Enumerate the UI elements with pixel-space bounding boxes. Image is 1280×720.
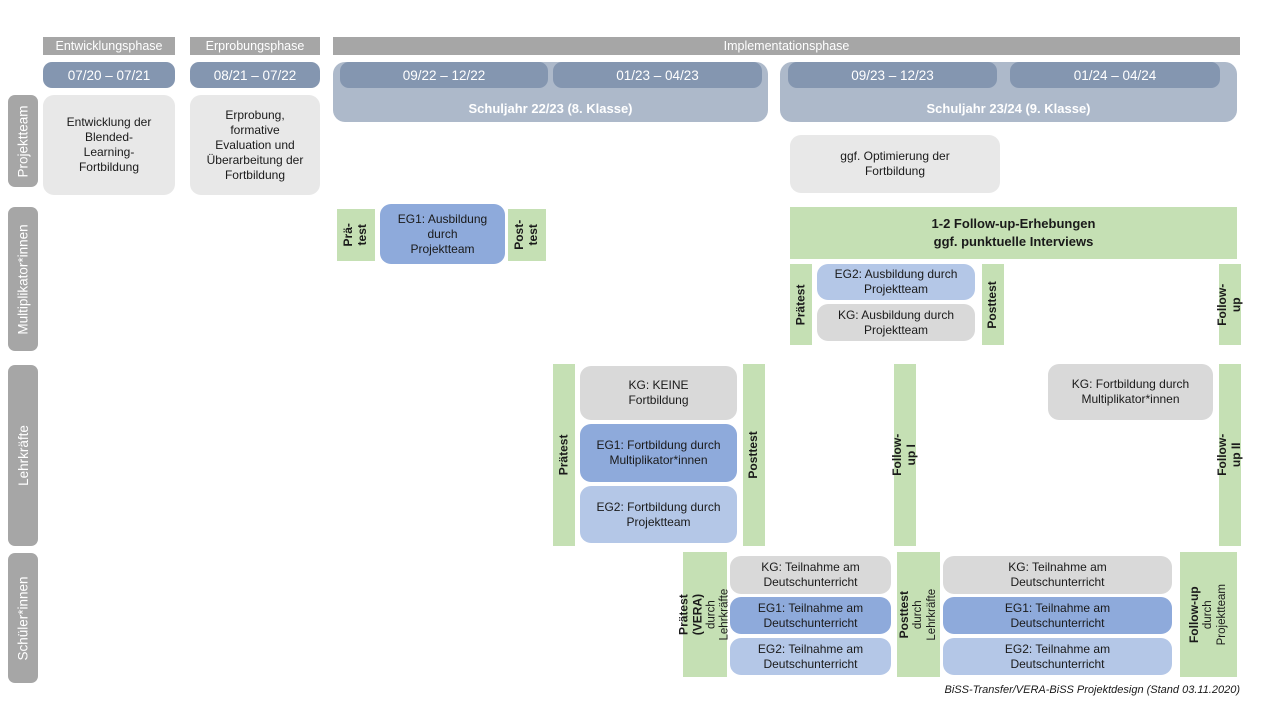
tick-praetest-multiplikatoren-1-text: Prä- test <box>341 223 369 247</box>
tick-followup-2-lehrkraefte: Follow-up II <box>1215 364 1243 546</box>
tick-praetest-multiplikatoren-2-text: Prätest <box>793 284 808 325</box>
tick-followup-schueler: Follow-up durch Projektteam <box>1180 552 1237 677</box>
lane-label-schueler: Schüler*innen <box>8 553 38 683</box>
phase-header-entwicklungsphase: Entwicklungsphase <box>43 37 175 55</box>
lane-label-multiplikatoren-text: Multiplikator*innen <box>15 223 31 335</box>
tick-posttest-lehrkraefte: Posttest <box>743 364 765 546</box>
tick-praetest-lehrkraefte-text: Prätest <box>556 434 571 476</box>
tick-praetest-vera-label: Prätest (VERA) <box>676 593 705 636</box>
tick-posttest-lehrkraefte-text: Posttest <box>746 431 761 479</box>
tick-praetest-vera-rotated: Prätest (VERA) durch Lehrkräfte <box>676 588 732 641</box>
lane-label-projektteam-text: Projektteam <box>15 104 31 178</box>
tick-posttest-multiplikatoren-1: Post- test <box>508 209 546 261</box>
task-box-eg2-fortbildung: EG2: Fortbildung durch Projektteam <box>580 486 737 543</box>
task-box-kg-teilnahme-2: KG: Teilnahme am Deutschunterricht <box>943 556 1172 594</box>
task-box-optimierung-fortbildung: ggf. Optimierung der Fortbildung <box>790 135 1000 193</box>
tick-followup-1-lehrkraefte: Follow-up I <box>890 364 918 546</box>
date-bar-0922-1222: 09/22 – 12/22 <box>340 62 548 88</box>
task-box-kg-fortbildung-multiplikatoren: KG: Fortbildung durch Multiplikator*inne… <box>1048 364 1213 420</box>
lane-label-projektteam: Projektteam <box>8 95 38 187</box>
followup-erhebungen-bar: 1-2 Follow-up-Erhebungen ggf. punktuelle… <box>790 207 1237 259</box>
tick-praetest-vera-schueler: Prätest (VERA) durch Lehrkräfte <box>676 552 731 677</box>
tick-followup-2-lehrkraefte-text: Follow-up II <box>1215 434 1243 476</box>
tick-praetest-multiplikatoren-1: Prä- test <box>337 209 375 261</box>
task-box-kg-ausbildung: KG: Ausbildung durch Projektteam <box>817 304 975 341</box>
phase-header-erprobungsphase: Erprobungsphase <box>190 37 320 55</box>
tick-posttest-schueler-sub: durch Lehrkräfte <box>911 588 938 641</box>
lane-label-lehrkraefte-text: Lehrkräfte <box>15 425 31 486</box>
phase-header-implementationsphase: Implementationsphase <box>333 37 1240 55</box>
tick-posttest-schueler-label: Posttest <box>896 590 911 639</box>
tick-posttest-schueler-rotated: Posttest durch Lehrkräfte <box>896 588 939 641</box>
tick-posttest-multiplikatoren-2: Posttest <box>982 264 1004 345</box>
lane-label-schueler-text: Schüler*innen <box>15 575 31 661</box>
task-box-eg1-fortbildung: EG1: Fortbildung durch Multiplikator*inn… <box>580 424 737 482</box>
tick-followup-schueler-sub: durch Projektteam <box>1201 583 1228 646</box>
date-bar-0720-0721: 07/20 – 07/21 <box>43 62 175 88</box>
tick-posttest-multiplikatoren-2-text: Posttest <box>985 280 1000 329</box>
task-box-eg2-teilnahme-1: EG2: Teilnahme am Deutschunterricht <box>730 638 891 675</box>
tick-posttest-schueler: Posttest durch Lehrkräfte <box>897 552 940 677</box>
lane-label-multiplikatoren: Multiplikator*innen <box>8 207 38 351</box>
task-box-eg2-ausbildung: EG2: Ausbildung durch Projektteam <box>817 264 975 300</box>
tick-posttest-multiplikatoren-1-text: Post- test <box>512 220 540 250</box>
tick-praetest-lehrkraefte: Prätest <box>553 364 575 546</box>
task-box-eg1-teilnahme-2: EG1: Teilnahme am Deutschunterricht <box>943 597 1172 634</box>
task-box-eg1-teilnahme-1: EG1: Teilnahme am Deutschunterricht <box>730 597 891 634</box>
date-bar-0923-1223: 09/23 – 12/23 <box>788 62 997 88</box>
date-bar-0124-0424: 01/24 – 04/24 <box>1010 62 1220 88</box>
tick-praetest-vera-sub: durch Lehrkräfte <box>705 588 731 641</box>
lane-label-lehrkraefte: Lehrkräfte <box>8 365 38 546</box>
task-box-kg-keine-fortbildung: KG: KEINE Fortbildung <box>580 366 737 420</box>
tick-followup-schueler-label: Follow-up <box>1186 586 1201 643</box>
tick-followup-1-lehrkraefte-text: Follow-up I <box>890 434 918 476</box>
tick-followup-multiplikatoren: Follow-up <box>1215 264 1243 345</box>
date-bar-0821-0722: 08/21 – 07/22 <box>190 62 320 88</box>
date-bar-0123-0423: 01/23 – 04/23 <box>553 62 762 88</box>
tick-praetest-multiplikatoren-2: Prätest <box>790 264 812 345</box>
task-box-kg-teilnahme-1: KG: Teilnahme am Deutschunterricht <box>730 556 891 594</box>
task-box-eg1-ausbildung: EG1: Ausbildung durch Projektteam <box>380 204 505 264</box>
tick-followup-schueler-rotated: Follow-up durch Projektteam <box>1186 583 1229 646</box>
footer-caption: BiSS-Transfer/VERA-BiSS Projektdesign (S… <box>944 684 1240 696</box>
tick-followup-multiplikatoren-text: Follow-up <box>1215 283 1243 326</box>
task-box-erprobung-evaluation: Erprobung, formative Evaluation und Über… <box>190 95 320 195</box>
task-box-entwicklung-fortbildung: Entwicklung der Blended-Learning-Fortbil… <box>43 95 175 195</box>
task-box-eg2-teilnahme-2: EG2: Teilnahme am Deutschunterricht <box>943 638 1172 675</box>
